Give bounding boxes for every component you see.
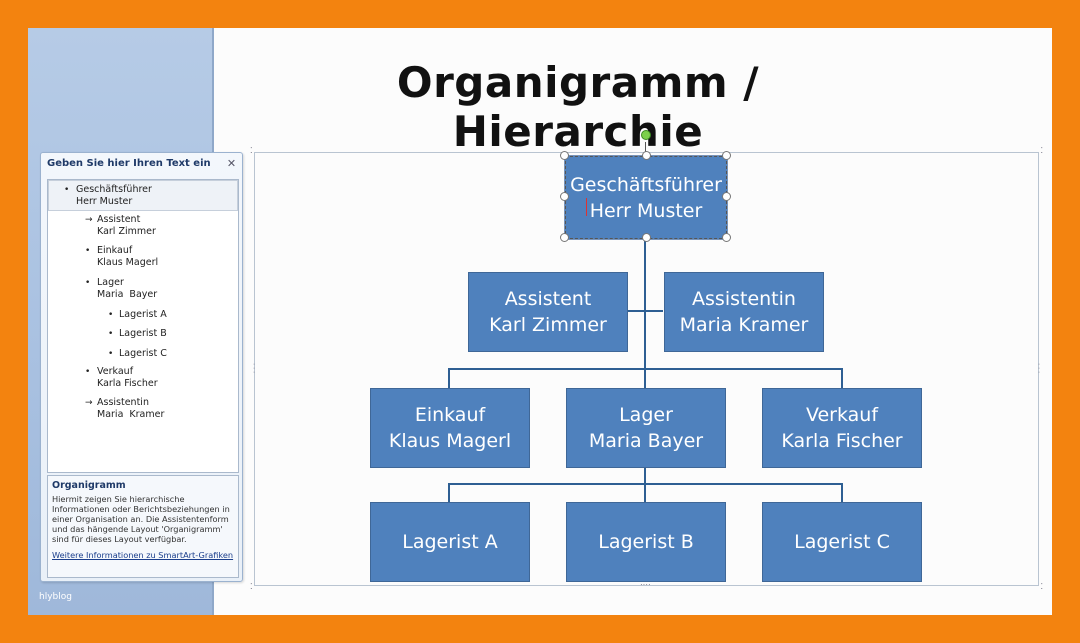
org-box-ceo[interactable]: Geschäftsführer Herr Muster <box>564 155 728 240</box>
list-item-name: Maria Bayer <box>97 289 158 300</box>
bullet-icon: • <box>64 185 70 195</box>
list-item-name: Maria Kramer <box>97 409 165 420</box>
box-title: Assistent <box>504 288 592 310</box>
ceo-title: Geschäftsführer <box>570 173 722 196</box>
list-item[interactable]: • Lager Maria Bayer <box>48 277 236 303</box>
frame-side-handle[interactable]: ··· <box>252 361 256 376</box>
list-item[interactable]: • Einkauf Klaus Magerl <box>48 245 236 271</box>
org-box-einkauf[interactable]: Einkauf Klaus Magerl <box>370 388 530 468</box>
info-title: Organigramm <box>52 480 126 491</box>
info-description: Hiermit zeigen Sie hierarchische Informa… <box>52 494 230 544</box>
org-box-lagerist-b[interactable]: Lagerist B <box>566 502 726 582</box>
rotation-handle[interactable] <box>641 130 651 140</box>
smartart-text-pane[interactable]: Geben Sie hier Ihren Text ein ✕ • Geschä… <box>40 152 243 582</box>
org-box-lager[interactable]: Lager Maria Bayer <box>566 388 726 468</box>
list-item[interactable]: • Geschäftsführer Herr Muster <box>48 180 238 211</box>
list-item-name: Herr Muster <box>76 196 133 207</box>
resize-handle[interactable] <box>560 192 569 201</box>
arrow-bullet-icon: → <box>85 215 93 225</box>
bullet-icon: • <box>108 329 114 339</box>
bullet-icon: • <box>85 278 91 288</box>
list-item-name: Karl Zimmer <box>97 226 156 237</box>
box-name: Klaus Magerl <box>388 430 512 452</box>
box-title: Lagerist C <box>794 531 890 553</box>
rotation-stem <box>645 142 646 152</box>
list-item[interactable]: • Lagerist C <box>48 348 236 362</box>
list-item-title: Lagerist C <box>119 348 167 359</box>
text-pane-header: Geben Sie hier Ihren Text ein <box>47 158 211 169</box>
slide-area: hlyblog Organigramm / Hierarchie ⁚ ⁚ ⁚ ⁚… <box>28 28 1052 615</box>
list-item-title: Einkauf <box>97 245 133 256</box>
frame-corner-handle[interactable]: ⁚ <box>1040 146 1043 155</box>
org-box-lagerist-a[interactable]: Lagerist A <box>370 502 530 582</box>
text-pane-info: Organigramm Hiermit zeigen Sie hierarchi… <box>47 475 239 578</box>
connector-lagerist-b <box>644 483 646 503</box>
frame-corner-handle[interactable]: ⁚ <box>250 146 253 155</box>
list-item-name: Karla Fischer <box>97 378 158 389</box>
resize-handle[interactable] <box>560 151 569 160</box>
connector-departments <box>448 368 843 370</box>
connector-lager-down <box>644 465 646 484</box>
list-item-title: Geschäftsführer <box>76 184 152 195</box>
list-item[interactable]: • Verkauf Karla Fischer <box>48 366 236 392</box>
connector-lagerist-c <box>841 483 843 503</box>
connector-einkauf <box>448 368 450 389</box>
box-title: Lager <box>619 404 673 426</box>
org-box-lagerist-c[interactable]: Lagerist C <box>762 502 922 582</box>
frame-corner-handle[interactable]: ⁚ <box>1040 582 1043 591</box>
list-item-title: Lagerist B <box>119 328 167 339</box>
resize-handle[interactable] <box>722 151 731 160</box>
bullet-icon: • <box>108 349 114 359</box>
org-box-assistant-left[interactable]: Assistent Karl Zimmer <box>468 272 628 352</box>
text-cursor <box>586 198 587 216</box>
box-title: Lagerist A <box>402 531 498 553</box>
resize-handle[interactable] <box>722 192 731 201</box>
box-title: Lagerist B <box>598 531 694 553</box>
close-x-icon[interactable]: ✕ <box>226 158 237 170</box>
org-box-assistant-right[interactable]: Assistentin Maria Kramer <box>664 272 824 352</box>
list-item-title: Lager <box>97 277 124 288</box>
list-item-title: Assistentin <box>97 397 149 408</box>
list-item-title: Lagerist A <box>119 309 167 320</box>
connector-assistants <box>627 310 663 312</box>
resize-handle[interactable] <box>642 151 651 160</box>
list-item[interactable]: → Assistentin Maria Kramer <box>48 397 236 423</box>
resize-handle[interactable] <box>642 233 651 242</box>
connector-verkauf <box>841 368 843 389</box>
resize-handle[interactable] <box>560 233 569 242</box>
box-title: Assistentin <box>692 288 796 310</box>
frame-side-handle[interactable]: ··· <box>1037 361 1041 376</box>
box-name: Maria Bayer <box>588 430 704 452</box>
box-name: Maria Kramer <box>679 314 809 336</box>
slide-title[interactable]: Organigramm / Hierarchie <box>396 58 760 156</box>
list-item[interactable]: → Assistent Karl Zimmer <box>48 214 236 240</box>
frame-corner-handle[interactable]: ⁚ <box>250 582 253 591</box>
text-pane-list[interactable]: • Geschäftsführer Herr Muster → Assisten… <box>47 179 239 473</box>
more-info-link[interactable]: Weitere Informationen zu SmartArt-Grafik… <box>52 550 234 560</box>
watermark-text: hlyblog <box>39 592 72 602</box>
frame-bottom-handle[interactable]: ···· <box>640 580 651 589</box>
connector-trunk <box>644 237 646 390</box>
arrow-bullet-icon: → <box>85 398 93 408</box>
connector-lagerist-a <box>448 483 450 503</box>
list-item-name: Klaus Magerl <box>97 257 159 268</box>
list-item-title: Assistent <box>97 214 141 225</box>
box-name: Karla Fischer <box>781 430 903 452</box>
list-item-title: Verkauf <box>97 366 134 377</box>
bullet-icon: • <box>85 246 91 256</box>
resize-handle[interactable] <box>722 233 731 242</box>
box-name: Karl Zimmer <box>489 314 607 336</box>
box-title: Verkauf <box>805 404 879 426</box>
bullet-icon: • <box>108 310 114 320</box>
list-item[interactable]: • Lagerist A <box>48 309 236 323</box>
org-box-verkauf[interactable]: Verkauf Karla Fischer <box>762 388 922 468</box>
bullet-icon: • <box>85 367 91 377</box>
box-title: Einkauf <box>414 404 486 426</box>
ceo-name: Herr Muster <box>589 199 703 222</box>
list-item[interactable]: • Lagerist B <box>48 328 236 342</box>
